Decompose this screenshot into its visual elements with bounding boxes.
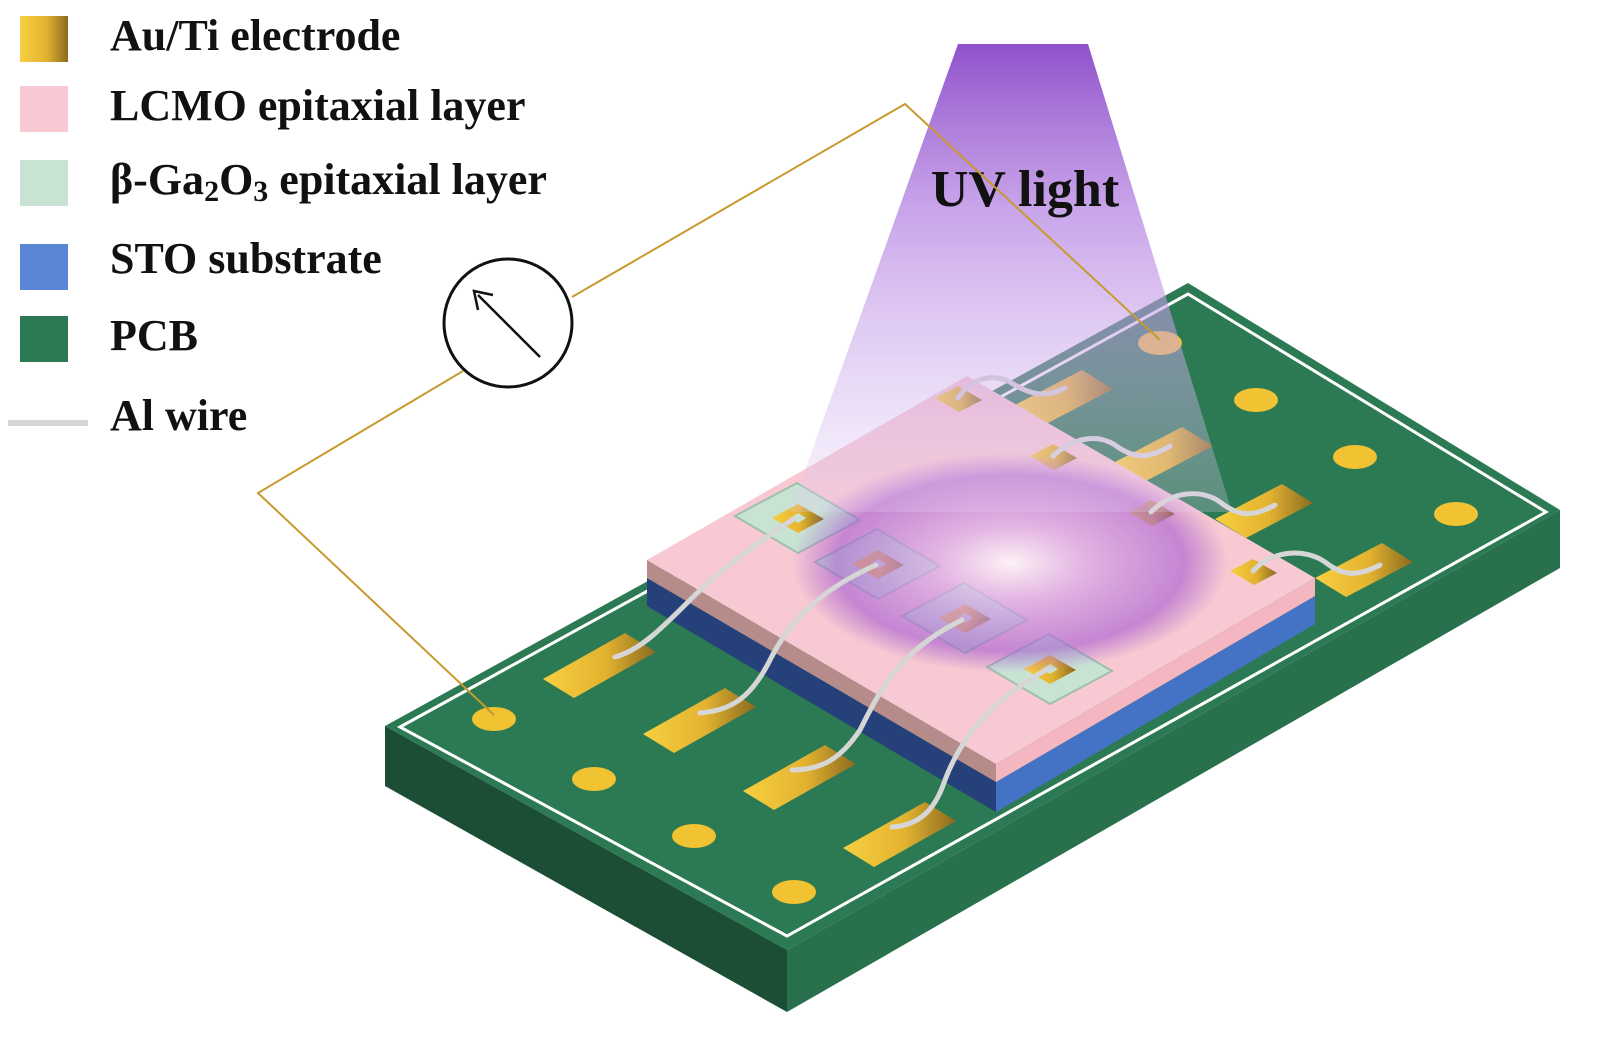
legend-swatch-mint — [20, 160, 68, 206]
uv-beam — [790, 44, 1232, 512]
sto-substrate-left — [647, 578, 996, 812]
legend-label: LCMO epitaxial layer — [110, 81, 526, 130]
al-wire — [612, 515, 798, 660]
pcb-pad — [843, 802, 956, 867]
pcb-side-left — [385, 726, 787, 1012]
uv-light-label: UV light — [931, 161, 1120, 218]
legend-item-ga2o3: β-Ga2O3 epitaxial layer — [20, 155, 547, 208]
pcb-via — [472, 707, 516, 731]
legend-item-wire: Al wire — [8, 391, 247, 440]
legend: Au/Ti electrode LCMO epitaxial layer β-G… — [8, 11, 547, 440]
legend-swatch-blue — [20, 244, 68, 290]
legend-swatch-pink — [20, 86, 68, 132]
circuit-wire — [256, 370, 495, 716]
al-wire — [1250, 550, 1383, 576]
external-circuit — [256, 102, 1161, 716]
legend-label: Al wire — [110, 391, 247, 440]
al-wire — [889, 666, 1051, 830]
legend-item-lcmo: LCMO epitaxial layer — [20, 81, 526, 132]
pcb-via — [572, 767, 616, 791]
pcb-via — [1234, 388, 1278, 412]
legend-item-electrode: Au/Ti electrode — [20, 11, 400, 62]
pcb-side-right — [787, 510, 1560, 1012]
pcb-via — [1434, 502, 1478, 526]
circuit-wire — [571, 102, 1161, 341]
al-wire — [697, 562, 879, 716]
legend-item-sto: STO substrate — [20, 234, 382, 290]
pcb-via — [672, 824, 716, 848]
pcb-via — [1333, 445, 1377, 469]
legend-swatch-green — [20, 316, 68, 362]
legend-label: PCB — [110, 311, 198, 360]
legend-label: Au/Ti electrode — [110, 11, 400, 60]
pcb-via — [772, 880, 816, 904]
al-wire — [789, 617, 965, 773]
lcmo-layer-right — [996, 578, 1315, 782]
legend-item-pcb: PCB — [20, 311, 198, 362]
legend-label: STO substrate — [110, 234, 382, 283]
pcb-pad — [543, 633, 656, 698]
lcmo-layer-left — [647, 560, 996, 782]
ammeter-icon — [442, 257, 574, 389]
legend-label: β-Ga2O3 epitaxial layer — [110, 155, 547, 208]
sto-substrate-right — [996, 596, 1315, 812]
legend-swatch-gold — [20, 16, 68, 62]
